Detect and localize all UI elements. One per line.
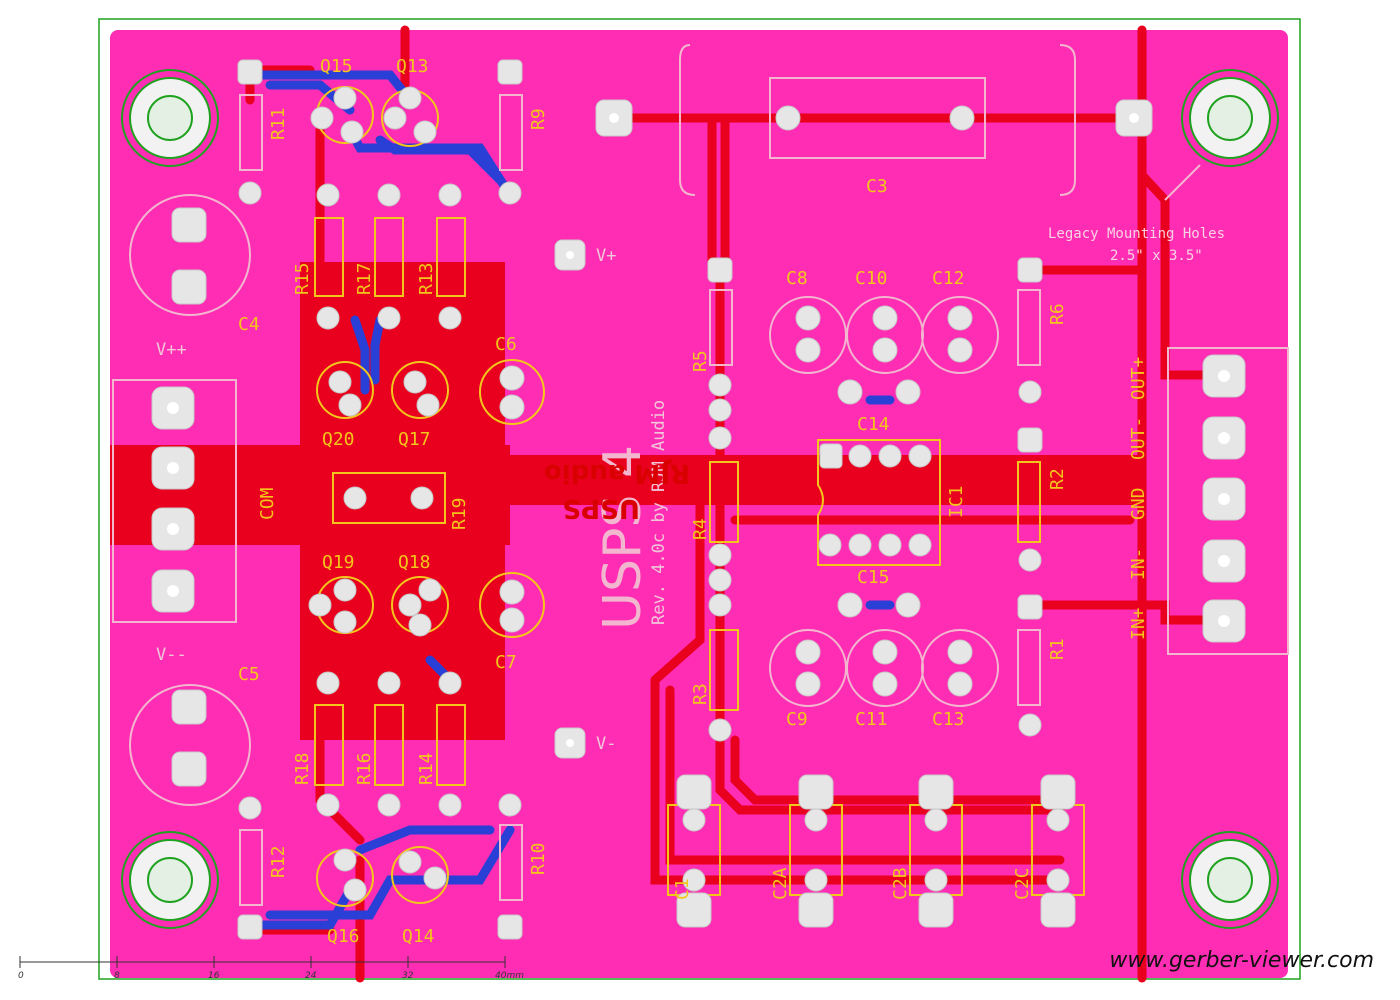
label-c2a: C2A	[770, 867, 791, 900]
label-r4: R4	[690, 518, 711, 540]
label-q14: Q14	[402, 926, 435, 947]
label-c9: C9	[786, 709, 808, 730]
label-r6: R6	[1047, 303, 1068, 325]
label-c7: C7	[495, 652, 517, 673]
drill-holes	[167, 113, 1230, 747]
label-r15: R15	[292, 262, 313, 295]
label-c12: C12	[932, 268, 965, 289]
label-r1: R1	[1047, 638, 1068, 660]
board-outline	[98, 18, 1301, 980]
mounting-hole-tl	[121, 69, 219, 167]
label-q19: Q19	[322, 552, 355, 573]
label-q15: Q15	[320, 56, 353, 77]
pad-group-transistors	[308, 86, 447, 902]
label-r17: R17	[354, 262, 375, 295]
label-c6: C6	[495, 334, 517, 355]
label-r3: R3	[690, 683, 711, 705]
label-q17: Q17	[398, 429, 431, 450]
label-r18: R18	[292, 752, 313, 785]
label-r14: R14	[416, 752, 437, 785]
pads	[151, 59, 1246, 940]
label-c4: C4	[238, 314, 260, 335]
scale-tick-0: 0	[18, 971, 24, 981]
scale-tick-8: 8	[114, 971, 120, 981]
label-vpp: V++	[156, 340, 187, 360]
pad-group-ic	[818, 443, 932, 557]
label-c10: C10	[855, 268, 888, 289]
label-r12: R12	[268, 845, 289, 878]
label-com: COM	[257, 487, 278, 520]
label-out-plus: OUT+	[1128, 356, 1149, 400]
mounting-holes	[121, 69, 1279, 929]
scale-bar: 0 8 16 24 32 40mm	[18, 956, 524, 981]
red-traces	[245, 25, 1230, 983]
label-r13: R13	[416, 262, 437, 295]
mounting-hole-bl	[121, 831, 219, 929]
watermark: www.gerber-viewer.com	[1109, 948, 1374, 973]
scale-tick-16: 16	[208, 971, 220, 981]
label-r2: R2	[1047, 468, 1068, 490]
scale-tick-40: 40mm	[495, 971, 524, 981]
board-revision: Rev. 4.0c by RJM Audio	[649, 400, 669, 625]
mounting-hole-tr	[1181, 69, 1279, 167]
label-c2b: C2B	[890, 867, 911, 900]
label-r10: R10	[528, 842, 549, 875]
label-q18: Q18	[398, 552, 431, 573]
label-ic1: IC1	[946, 485, 967, 518]
label-c13: C13	[932, 709, 965, 730]
label-r16: R16	[354, 752, 375, 785]
label-c1: C1	[672, 878, 693, 900]
label-c2c: C2C	[1012, 867, 1033, 900]
label-vmm: V--	[156, 645, 187, 665]
label-in-plus: IN+	[1128, 607, 1149, 640]
board-title: USPS 4	[593, 445, 653, 630]
label-c15: C15	[857, 567, 890, 588]
pad-group-c1-c2	[676, 774, 1076, 928]
brand-mirrored: RJM audio	[544, 458, 690, 488]
label-r9: R9	[528, 108, 549, 130]
silkscreen-text: Q15 Q13 Q20 Q17 Q19 Q18 Q16 Q14 R11 R9 R…	[156, 56, 1225, 947]
label-c5: C5	[238, 664, 260, 685]
label-q13: Q13	[396, 56, 429, 77]
label-c3: C3	[866, 176, 888, 197]
label-c11: C11	[855, 709, 888, 730]
label-out-minus: OUT-	[1128, 417, 1149, 460]
label-r19: R19	[449, 497, 470, 530]
mounting-hole-br	[1181, 831, 1279, 929]
label-r5: R5	[690, 350, 711, 372]
label-c14: C14	[857, 414, 890, 435]
label-q20: Q20	[322, 429, 355, 450]
brand-mirrored-2: USPS	[562, 493, 640, 523]
legacy-note-line2: 2.5" x 3.5"	[1110, 248, 1203, 264]
label-vplus: V+	[596, 246, 616, 266]
label-r11: R11	[268, 107, 289, 140]
label-vminus: V-	[596, 734, 616, 754]
scale-tick-32: 32	[402, 971, 414, 981]
pad-group-resistors	[237, 59, 1043, 940]
legacy-note-line1: Legacy Mounting Holes	[1048, 226, 1225, 242]
label-q16: Q16	[327, 926, 360, 947]
scale-tick-24: 24	[305, 971, 317, 981]
label-c8: C8	[786, 268, 808, 289]
label-gnd: GND	[1128, 487, 1149, 520]
label-in-minus: IN-	[1128, 547, 1149, 580]
silkscreen-outlines	[112, 44, 1289, 906]
